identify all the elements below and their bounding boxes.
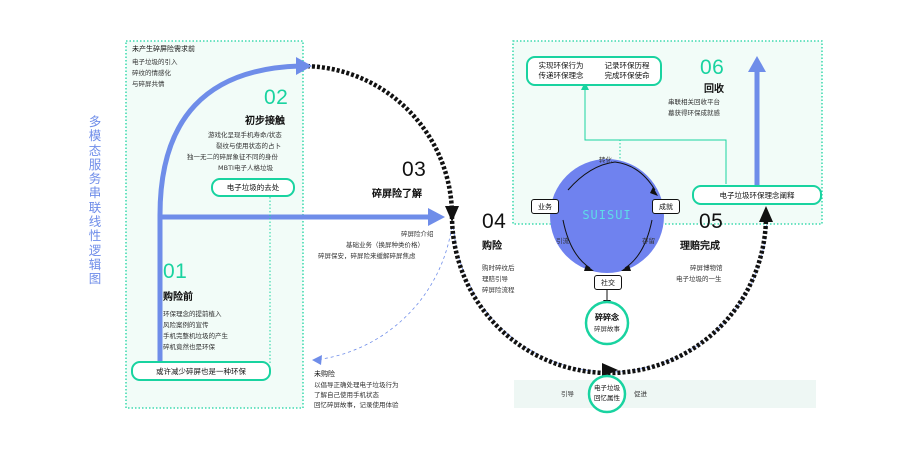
sub-circle-title: 碎碎念 — [595, 313, 619, 322]
unpurchased-note-1: 以倡导正确处理电子垃圾行为 — [314, 381, 399, 389]
left-panel-note-2: 碎纹的情感化 — [132, 69, 171, 77]
pill-a-line-1: 实现环保行为 — [538, 61, 584, 70]
right-pill[interactable]: 电子垃圾环保理念阐释 — [692, 185, 822, 205]
step-01-title: 购险前 — [163, 292, 193, 303]
step-02-title: 初步接触 — [245, 116, 285, 127]
step-03-note-3: 碎屏保安，碎屏险来缓解碎屏焦虑 — [318, 252, 416, 260]
center-left-label: 引流 — [556, 237, 569, 245]
step-03-note-2: 基础业务（换屏种类价格） — [346, 241, 424, 249]
unpurchased-label: 未购险 — [314, 370, 335, 378]
center-label: SUISUI — [582, 208, 632, 222]
pill-b-line-2: 完成环保使命 — [604, 71, 650, 80]
step-01-note-3: 手机完整机垃圾的产生 — [163, 332, 228, 340]
step-06-note-2: 墓获得环保成就感 — [668, 109, 720, 117]
step-02-note-2: 裂纹与使用状态的占卜 — [216, 142, 281, 150]
bottom-circle — [587, 374, 627, 414]
step-01-note-1: 环保理念的提前植入 — [163, 310, 222, 318]
step-02-pill[interactable]: 电子垃圾的去处 — [211, 178, 295, 197]
top-right-pill[interactable]: 实现环保行为 传递环保理念 记录环保历程 完成环保使命 — [526, 56, 662, 86]
left-panel-note-3: 与碎屏共情 — [132, 80, 165, 88]
step-02-number: 02 — [264, 86, 289, 109]
center-right-label: 存留 — [642, 237, 655, 245]
step-06-number: 06 — [700, 56, 725, 79]
pill-group-b: 记录环保历程 完成环保使命 — [605, 61, 650, 81]
pill-a-line-2: 传递环保理念 — [538, 71, 584, 80]
blue-arrow-head-top — [296, 57, 312, 75]
step-04-note-3: 碎屏险流程 — [482, 286, 515, 294]
center-left-node[interactable]: 业务 — [531, 199, 559, 214]
center-right-node[interactable]: 成就 — [652, 199, 680, 214]
step-04-note-1: 购时碎纹后 — [482, 264, 515, 272]
unpurchased-note-2: 了解自己使用手机状态 — [314, 391, 379, 399]
center-top-label: 转化 — [599, 156, 612, 164]
step-01-pill[interactable]: 或许减少碎屏也是一种环保 — [131, 361, 271, 381]
arrow-down-head — [445, 206, 459, 222]
center-circle — [550, 159, 664, 273]
step-04-number: 04 — [482, 210, 507, 233]
step-05-number: 05 — [699, 210, 724, 233]
pill-group-a: 实现环保行为 传递环保理念 — [539, 61, 584, 81]
step-06-note-1: 串联相关回收平台 — [668, 98, 720, 106]
step-06-title: 回收 — [704, 84, 724, 95]
sub-circle-text: 碎屏故事 — [594, 325, 620, 333]
step-02-note-3: 独一无二的碎屏象征不同的身份 — [187, 153, 278, 161]
step-02-note-4: MBTI电子人格垃圾 — [218, 164, 273, 172]
bottom-circle-line-2: 回忆属性 — [594, 394, 620, 402]
step-01-number: 01 — [163, 260, 188, 283]
step-04-title: 购险 — [482, 241, 502, 252]
step-05-title: 理赔完成 — [680, 241, 720, 252]
step-02-note-1: 游戏化呈现手机寿命/状态 — [208, 131, 282, 139]
step-01-note-2: 风险案例的宣传 — [163, 321, 209, 329]
left-panel — [125, 40, 304, 409]
step-04-note-2: 理赔引导 — [482, 275, 508, 283]
bottom-left-label: 引导 — [561, 390, 574, 398]
bottom-circle-line-1: 电子垃圾 — [594, 384, 620, 392]
vertical-title: 多模态服务串联线性逻辑图 — [88, 114, 102, 287]
left-panel-header: 未产生碎屏险需求前 — [132, 45, 195, 53]
left-panel-note-1: 电子垃圾的引入 — [132, 58, 178, 66]
step-01-note-4: 碎机竟然也是环保 — [163, 343, 215, 351]
step-03-title: 碎屏险了解 — [372, 189, 422, 200]
step-05-note-2: 电子垃圾的一生 — [676, 275, 722, 283]
step-03-note-1: 碎屏险介绍 — [401, 230, 434, 238]
center-bottom-node[interactable]: 社交 — [594, 275, 622, 290]
unpurchased-note-3: 回忆碎屏故事，记录使用体验 — [314, 401, 399, 409]
sub-circle — [584, 300, 630, 346]
pill-b-line-1: 记录环保历程 — [604, 61, 650, 70]
bottom-panel — [514, 380, 816, 408]
bottom-right-label: 促进 — [634, 390, 647, 398]
step-03-number: 03 — [402, 158, 427, 181]
step-05-note-1: 碎屏博物馆 — [690, 264, 723, 272]
